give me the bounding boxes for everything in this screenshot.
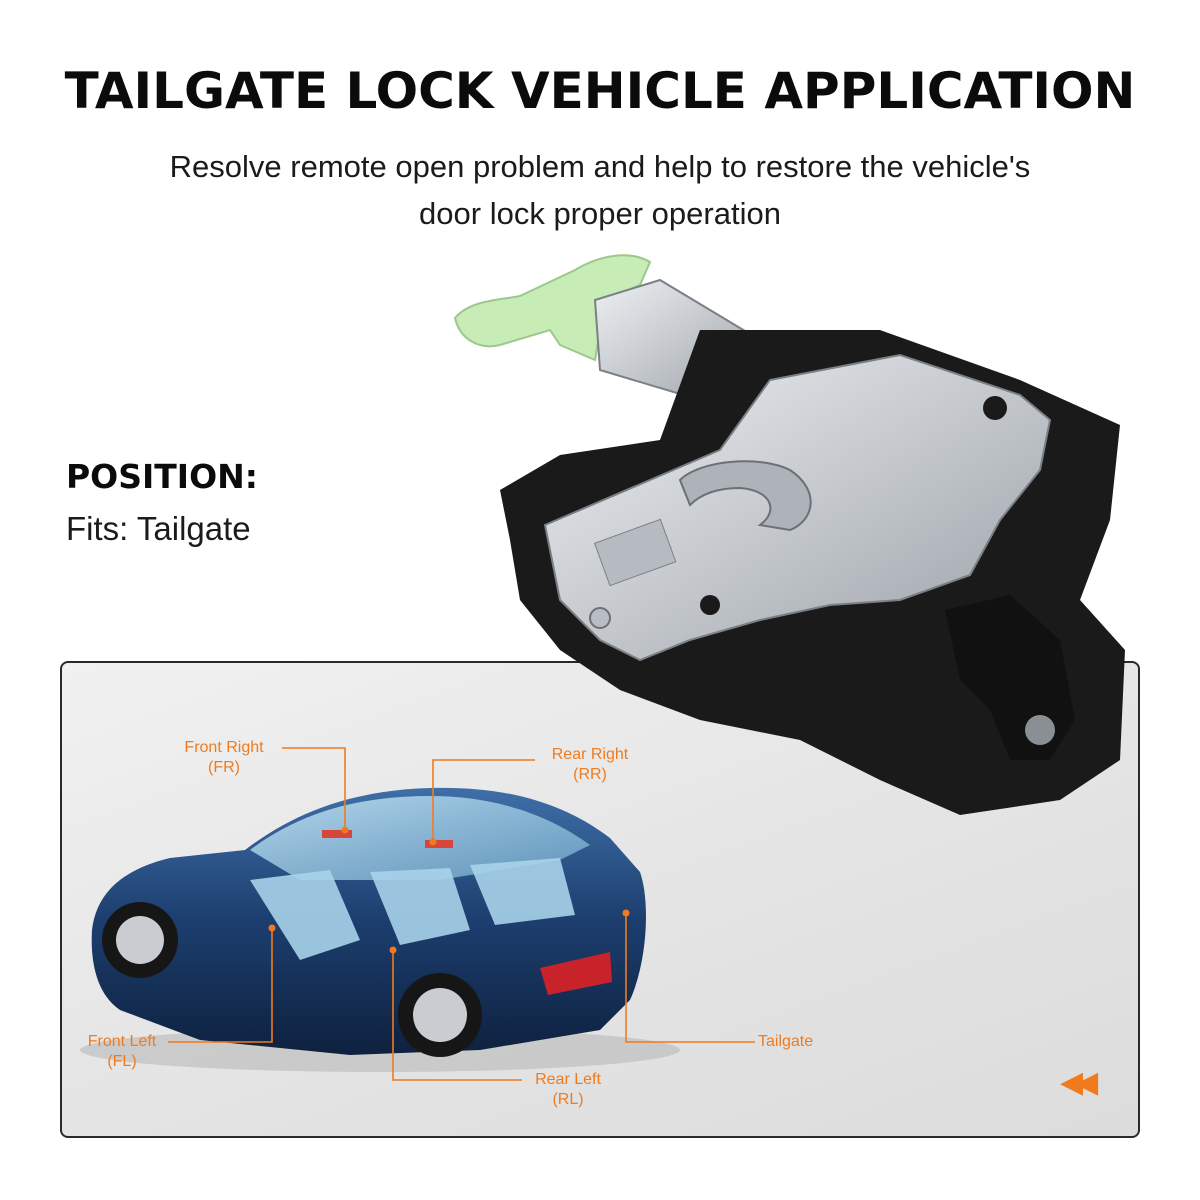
front-wheel-rim (116, 916, 164, 964)
mounting-hole-2 (700, 595, 720, 615)
callout-tailgate-name: Tailgate (758, 1033, 814, 1050)
tailgate-leader (625, 915, 755, 1043)
rear-right-door-accent (425, 840, 453, 848)
car-illustration (80, 787, 680, 1072)
subtitle-line-1: Resolve remote open problem and help to … (169, 149, 1031, 184)
page-title: TAILGATE LOCK VEHICLE APPLICATION (64, 62, 1136, 120)
callout-lines (168, 747, 755, 1081)
callout-front-left-code: (FL) (107, 1053, 137, 1070)
position-label: POSITION: (66, 457, 258, 496)
callout-front-right: Front Right (FR) (168, 738, 280, 778)
front-right-dot (341, 826, 349, 834)
callout-rear-left: Rear Left (RL) (518, 1070, 618, 1110)
plate-label (593, 518, 677, 587)
tail-light (540, 952, 612, 995)
callout-rear-left-code: (RL) (552, 1091, 584, 1108)
subtitle-line-2: door lock proper operation (419, 196, 781, 231)
callout-front-right-code: (FR) (208, 759, 240, 776)
rear-left-dot (389, 946, 397, 954)
callout-rear-right-name: Rear Right (551, 746, 629, 763)
rear-wheel-rim (413, 988, 467, 1042)
callout-rear-right: Rear Right (RR) (536, 745, 644, 785)
rewind-icon[interactable]: ◀◀ (1060, 1066, 1098, 1099)
page-subtitle: Resolve remote open problem and help to … (100, 143, 1100, 237)
rear-right-leader (432, 759, 535, 840)
callout-rear-right-code: (RR) (573, 766, 607, 783)
position-value: Fits: Tailgate (66, 510, 251, 547)
front-right-door-accent (322, 830, 352, 838)
striker-latch (678, 460, 812, 532)
tailgate-dot (622, 909, 630, 917)
front-left-leader (168, 930, 273, 1043)
car-interior (250, 858, 575, 960)
callout-dots (268, 826, 630, 954)
callout-front-left: Front Left (FL) (70, 1032, 174, 1072)
callout-front-left-name: Front Left (87, 1033, 157, 1050)
rear-left-leader (392, 952, 522, 1081)
latch-roller (1025, 715, 1055, 745)
rear-right-dot (429, 838, 437, 846)
front-right-leader (282, 747, 346, 828)
release-tab (453, 254, 652, 362)
mounting-screw (589, 607, 611, 629)
callout-front-right-name: Front Right (184, 739, 264, 756)
car-glass (250, 796, 590, 880)
front-left-dot (268, 924, 276, 932)
callout-tailgate: Tailgate (758, 1032, 848, 1052)
mounting-hole-1 (983, 396, 1007, 420)
callout-rear-left-name: Rear Left (535, 1071, 601, 1088)
tailgate-lock-product (453, 254, 1125, 815)
